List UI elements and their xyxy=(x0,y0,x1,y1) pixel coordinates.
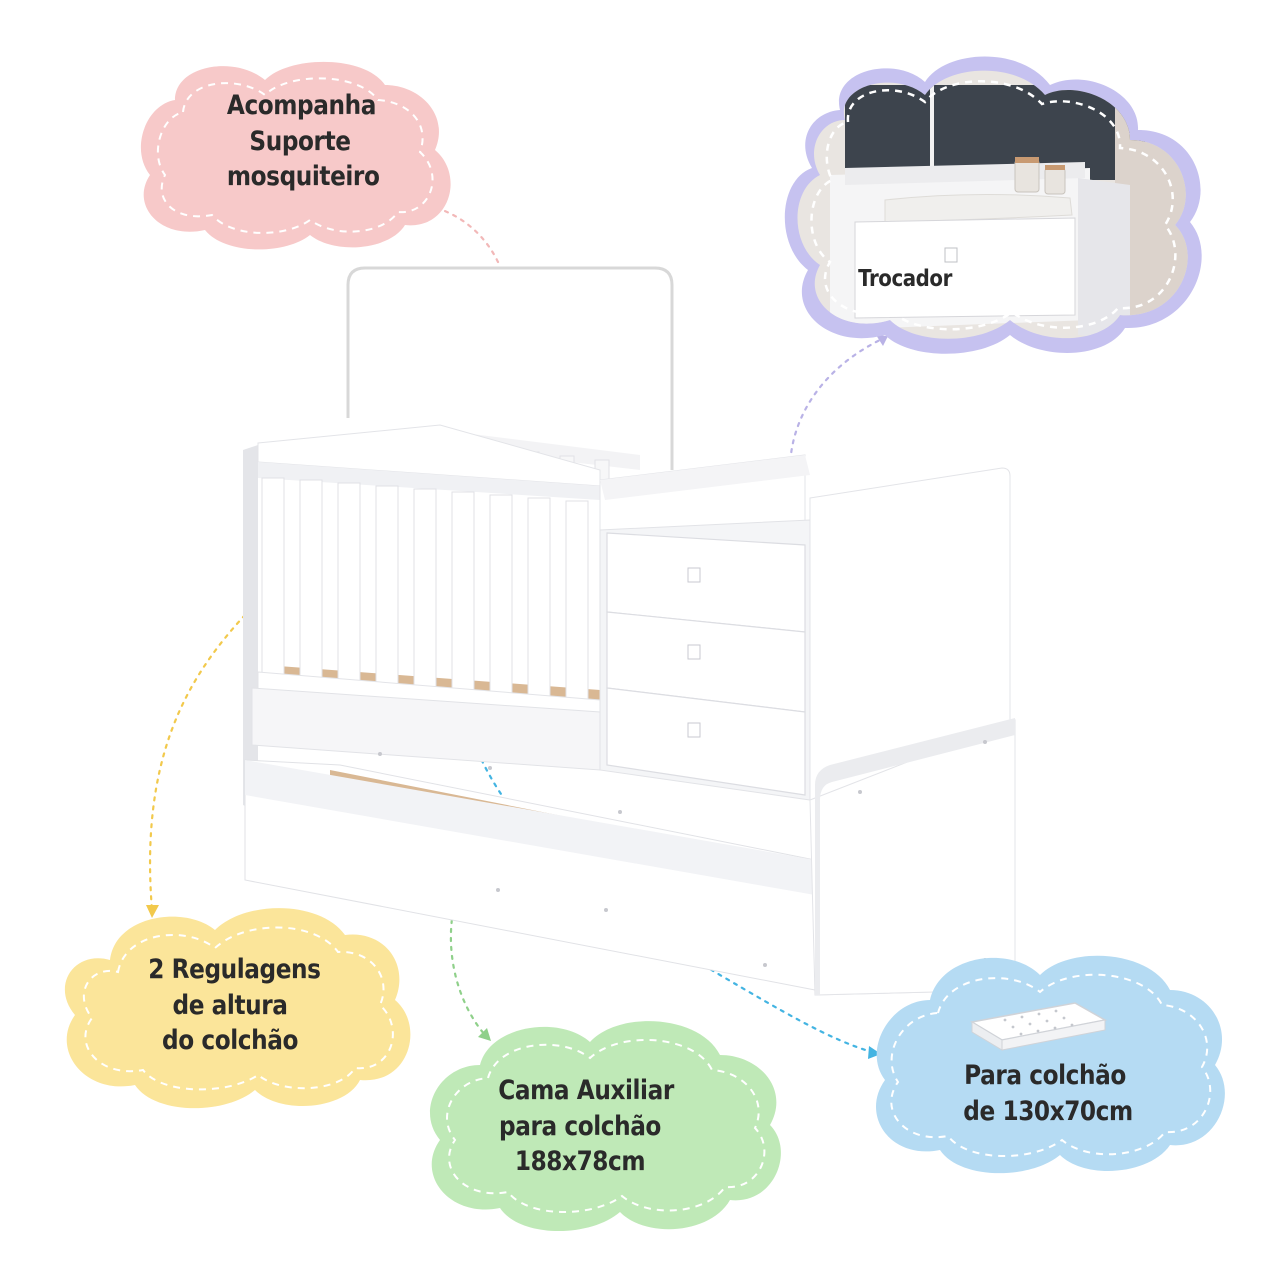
dresser-drawers xyxy=(606,532,806,796)
cloud-height-adjustment xyxy=(64,908,411,1109)
cloud-mosquito-support xyxy=(140,61,451,250)
label-auxiliary-bed: Cama Auxiliar para colchão 188x78cm xyxy=(498,1075,674,1178)
drawer-knobs xyxy=(687,567,701,738)
arrow-changer xyxy=(788,338,882,472)
cloud-mattress xyxy=(876,955,1225,1174)
crib-slats xyxy=(261,477,589,704)
label-mattress-size: Para colchão de 130x70cm xyxy=(963,1060,1133,1127)
label-changing-table: Trocador xyxy=(858,266,952,292)
mattress-icon xyxy=(969,1002,1108,1051)
cloud-changing-table xyxy=(784,56,1202,354)
cloud-auxiliary-bed xyxy=(429,1021,781,1232)
mosquito-net-frame xyxy=(346,266,674,470)
label-height-adjustment: 2 Regulagens de altura do colchão xyxy=(148,954,321,1057)
jars xyxy=(1014,157,1066,195)
arrow-mosquito xyxy=(423,203,500,264)
crib xyxy=(243,266,1016,996)
arrow-height xyxy=(148,613,247,912)
label-mosquito-support: Acompanha Suporte mosquiteiro xyxy=(226,90,380,193)
